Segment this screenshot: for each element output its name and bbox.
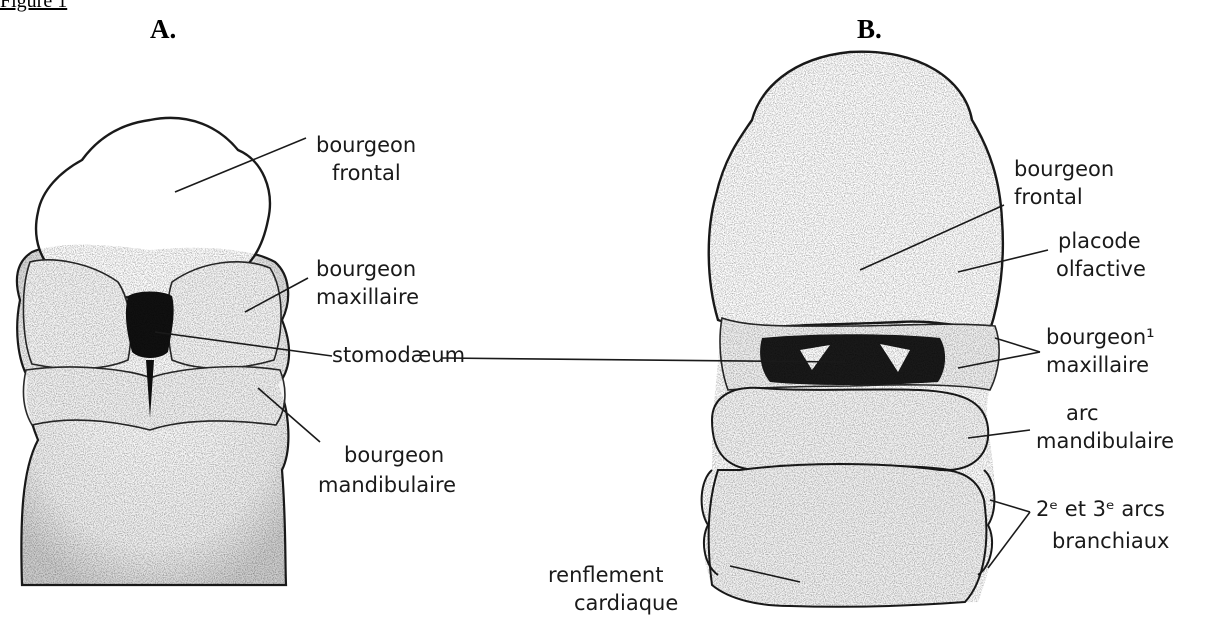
label-a-maxillaire-1: bourgeon [316,257,416,281]
panel-b-stipple [702,52,1003,607]
label-b-placode-1: placode [1058,229,1141,253]
label-b-arcs23-1: 2ᵉ et 3ᵉ arcs [1036,497,1165,521]
label-b-maxillaire-2: maxillaire [1046,353,1149,377]
label-a-mandibulaire-2: mandibulaire [318,473,456,497]
label-b-renflement-1: renflement [548,563,663,587]
leader-b-arcs23-2 [988,512,1030,568]
label-b-arc-2: mandibulaire [1036,429,1174,453]
label-b-renflement-2: cardiaque [574,591,678,615]
panel-a-embryo [17,118,289,585]
label-a-mandibulaire-1: bourgeon [344,443,444,467]
label-a-maxillaire-2: maxillaire [316,285,419,309]
label-b-arc-1: arc [1066,401,1099,425]
label-b-frontal-1: bourgeon [1014,157,1114,181]
label-a-frontal-2: frontal [332,161,401,185]
label-b-maxillaire-1: bourgeon¹ [1046,325,1155,349]
label-b-arcs23-2: branchiaux [1052,529,1169,553]
leader-b-arcs23-1 [990,500,1030,512]
panel-a-annotations: bourgeon frontal bourgeon maxillaire sto… [316,133,465,497]
label-b-placode-2: olfactive [1056,257,1146,281]
panel-b-embryo [702,52,1003,607]
panel-a-stipple [17,245,289,585]
label-b-frontal-2: frontal [1014,185,1083,209]
leader-b-maxillaire-1 [995,338,1040,352]
label-a-stomodeum: stomodæum [332,343,465,367]
label-a-frontal-1: bourgeon [316,133,416,157]
